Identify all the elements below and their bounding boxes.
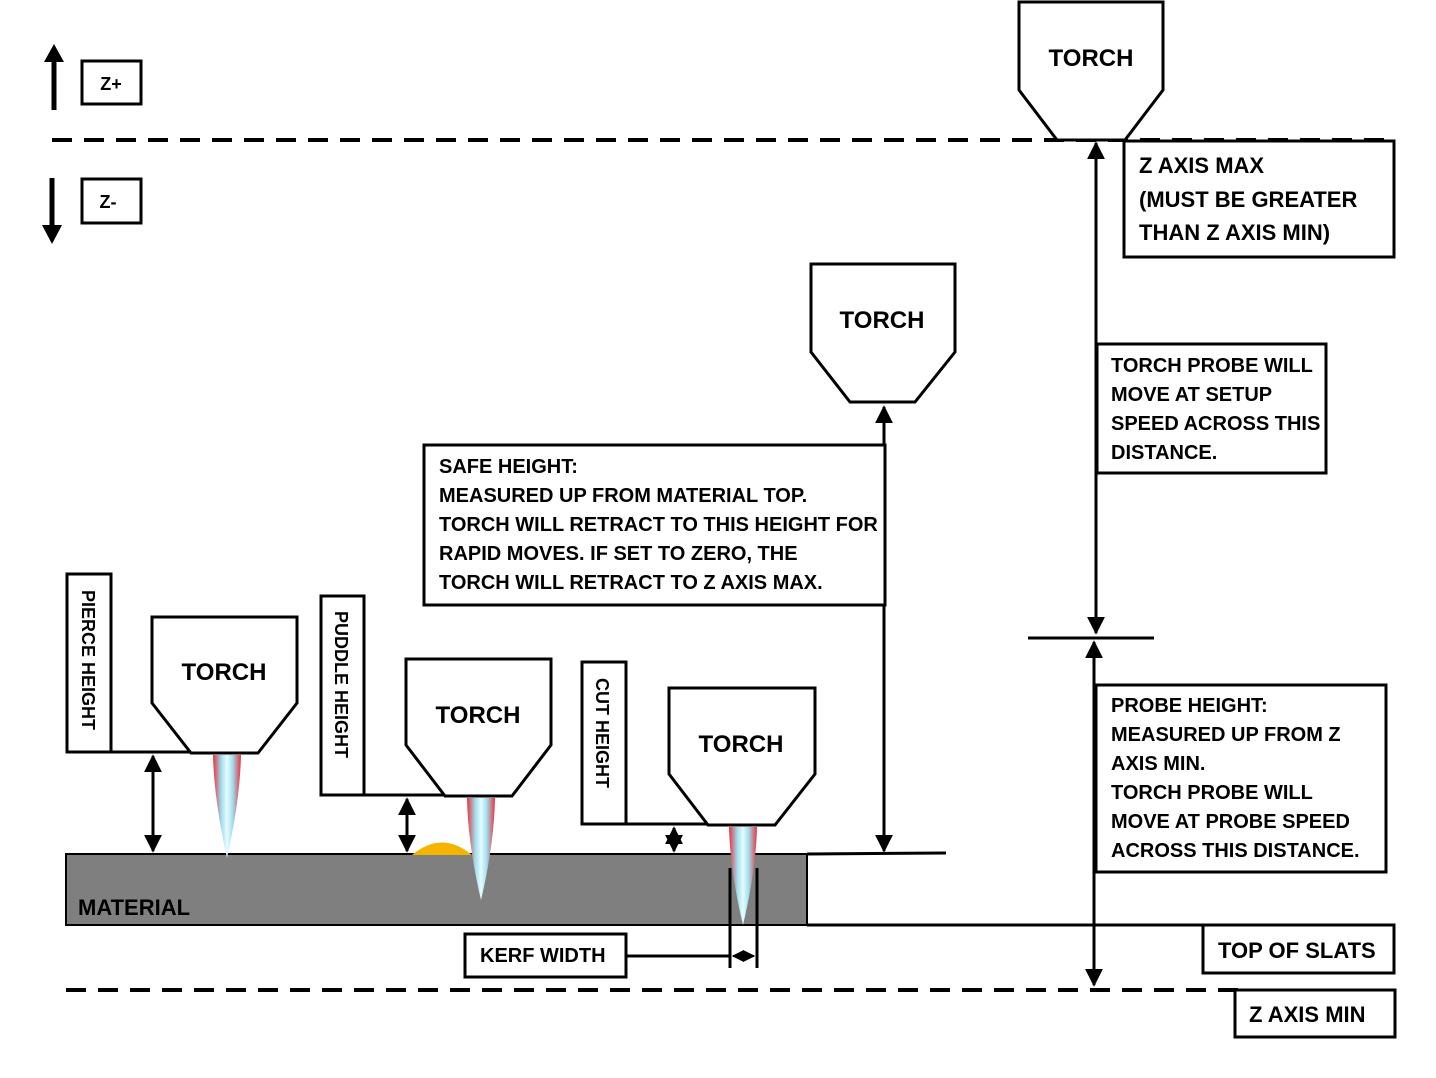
z-plus-label: Z+ [100, 74, 122, 94]
safe-note-line-3: TORCH WILL RETRACT TO THIS HEIGHT FOR [439, 514, 878, 536]
torch-puddle [404, 657, 553, 798]
puddle-height-box [319, 594, 366, 797]
torch-cut [667, 686, 817, 827]
probe-note-line-3: AXIS MIN. [1111, 753, 1205, 775]
probe-note-line-5: MOVE AT PROBE SPEED [1111, 811, 1350, 833]
svg-text:SAFE HEIGHT: MEASURED UP: SAFE HEIGHT: MEASURED UP FROM MATERIAL T… [439, 456, 883, 594]
flame-icon [213, 755, 241, 858]
cut-height-box [580, 660, 628, 826]
z-axis-max-line-2: (MUST BE GREATER [1139, 187, 1357, 212]
flame-icon [467, 798, 495, 900]
material-label: MATERIAL [78, 895, 190, 920]
top-of-slats-box: TOP OF SLATS [1201, 923, 1396, 975]
probe-note-line-6: ACROSS THIS DISTANCE. [1111, 840, 1360, 862]
kerf-width-label: KERF WIDTH [480, 945, 606, 967]
material-block [65, 853, 808, 926]
torch-safe-height: TORCH [809, 262, 957, 404]
z-minus-label: Z- [100, 192, 117, 212]
torch-label: TORCH [182, 659, 267, 686]
z-axis-min-label: Z AXIS MIN [1249, 1002, 1366, 1027]
probe-note-line-4: TORCH PROBE WILL [1111, 782, 1313, 804]
safe-height-box: SAFE HEIGHT: MEASURED UP FROM MATERIAL T… [422, 443, 887, 607]
puddle-height-group: PUDDLE HEIGHT TORCH [319, 594, 553, 900]
torch-probe-setup-box: TORCH PROBE WILL MOVE AT SETUP SPEED ACR… [1095, 342, 1328, 475]
puddle-height-label: PUDDLE HEIGHT [331, 611, 351, 758]
up-arrowhead-icon [44, 44, 64, 62]
cut-height-label: CUT HEIGHT [592, 678, 612, 788]
setup-note-line-2: MOVE AT SETUP [1111, 384, 1272, 406]
z-axis-max-line-3: THAN Z AXIS MIN) [1139, 220, 1330, 245]
safe-note-line-1: SAFE HEIGHT: [439, 456, 578, 478]
down-arrowhead-icon [42, 225, 62, 244]
kerf-width-group: KERF WIDTH [463, 868, 759, 979]
torch-label: TORCH [840, 307, 925, 334]
pierce-height-group: PIERCE HEIGHT TORCH [65, 572, 299, 858]
z-axis-max-box: Z AXIS MAX (MUST BE GREATER THAN Z AXIS … [1122, 139, 1396, 259]
torch-label: TORCH [699, 731, 784, 758]
flame-icon [729, 827, 757, 925]
pierce-height-label: PIERCE HEIGHT [78, 590, 98, 730]
z-minus-indicator: Z- [42, 177, 143, 244]
puddle-shape [412, 842, 472, 855]
z-axis-min-box: Z AXIS MIN [1233, 988, 1397, 1039]
material-top-extension [806, 851, 947, 856]
top-of-slats-label: TOP OF SLATS [1218, 938, 1376, 963]
safe-note-line-2: MEASURED UP FROM MATERIAL TOP. [439, 485, 807, 507]
torch-pierce [150, 615, 299, 755]
setup-note-line-4: DISTANCE. [1111, 442, 1217, 464]
setup-note-line-3: SPEED ACROSS THIS [1111, 413, 1320, 435]
safe-note-line-5: TORCH WILL RETRACT TO Z AXIS MAX. [439, 572, 823, 594]
torch-label: TORCH [1049, 45, 1134, 72]
probe-note-line-2: MEASURED UP FROM Z [1111, 724, 1341, 746]
z-plus-box [80, 59, 143, 106]
z-minus-box [80, 177, 143, 225]
safe-note-line-4: RAPID MOVES. IF SET TO ZERO, THE [439, 543, 798, 565]
z-plus-indicator: Z+ [44, 44, 143, 110]
probe-note-line-1: PROBE HEIGHT: [1111, 695, 1268, 717]
cut-height-group: CUT HEIGHT TORCH [580, 660, 817, 925]
probe-height-box: PROBE HEIGHT: MEASURED UP FROM Z AXIS MI… [1094, 683, 1388, 874]
svg-text:Z AXIS MAX (MUST BE GREA: Z AXIS MAX (MUST BE GREATER THAN Z AXIS … [1139, 153, 1364, 245]
z-axis-max-line-1: Z AXIS MAX [1139, 153, 1264, 178]
torch-label: TORCH [436, 702, 521, 729]
svg-text:TORCH PROBE WILL MOVE AT: TORCH PROBE WILL MOVE AT SETUP SPEED ACR… [1111, 355, 1326, 464]
pierce-height-box [65, 572, 113, 754]
torch-z-max: TORCH [1017, 0, 1165, 142]
setup-note-line-1: TORCH PROBE WILL [1111, 355, 1313, 377]
kerf-width-box [463, 932, 628, 979]
svg-text:PROBE HEIGHT: MEASURED U: PROBE HEIGHT: MEASURED UP FROM Z AXIS MI… [1111, 695, 1360, 862]
